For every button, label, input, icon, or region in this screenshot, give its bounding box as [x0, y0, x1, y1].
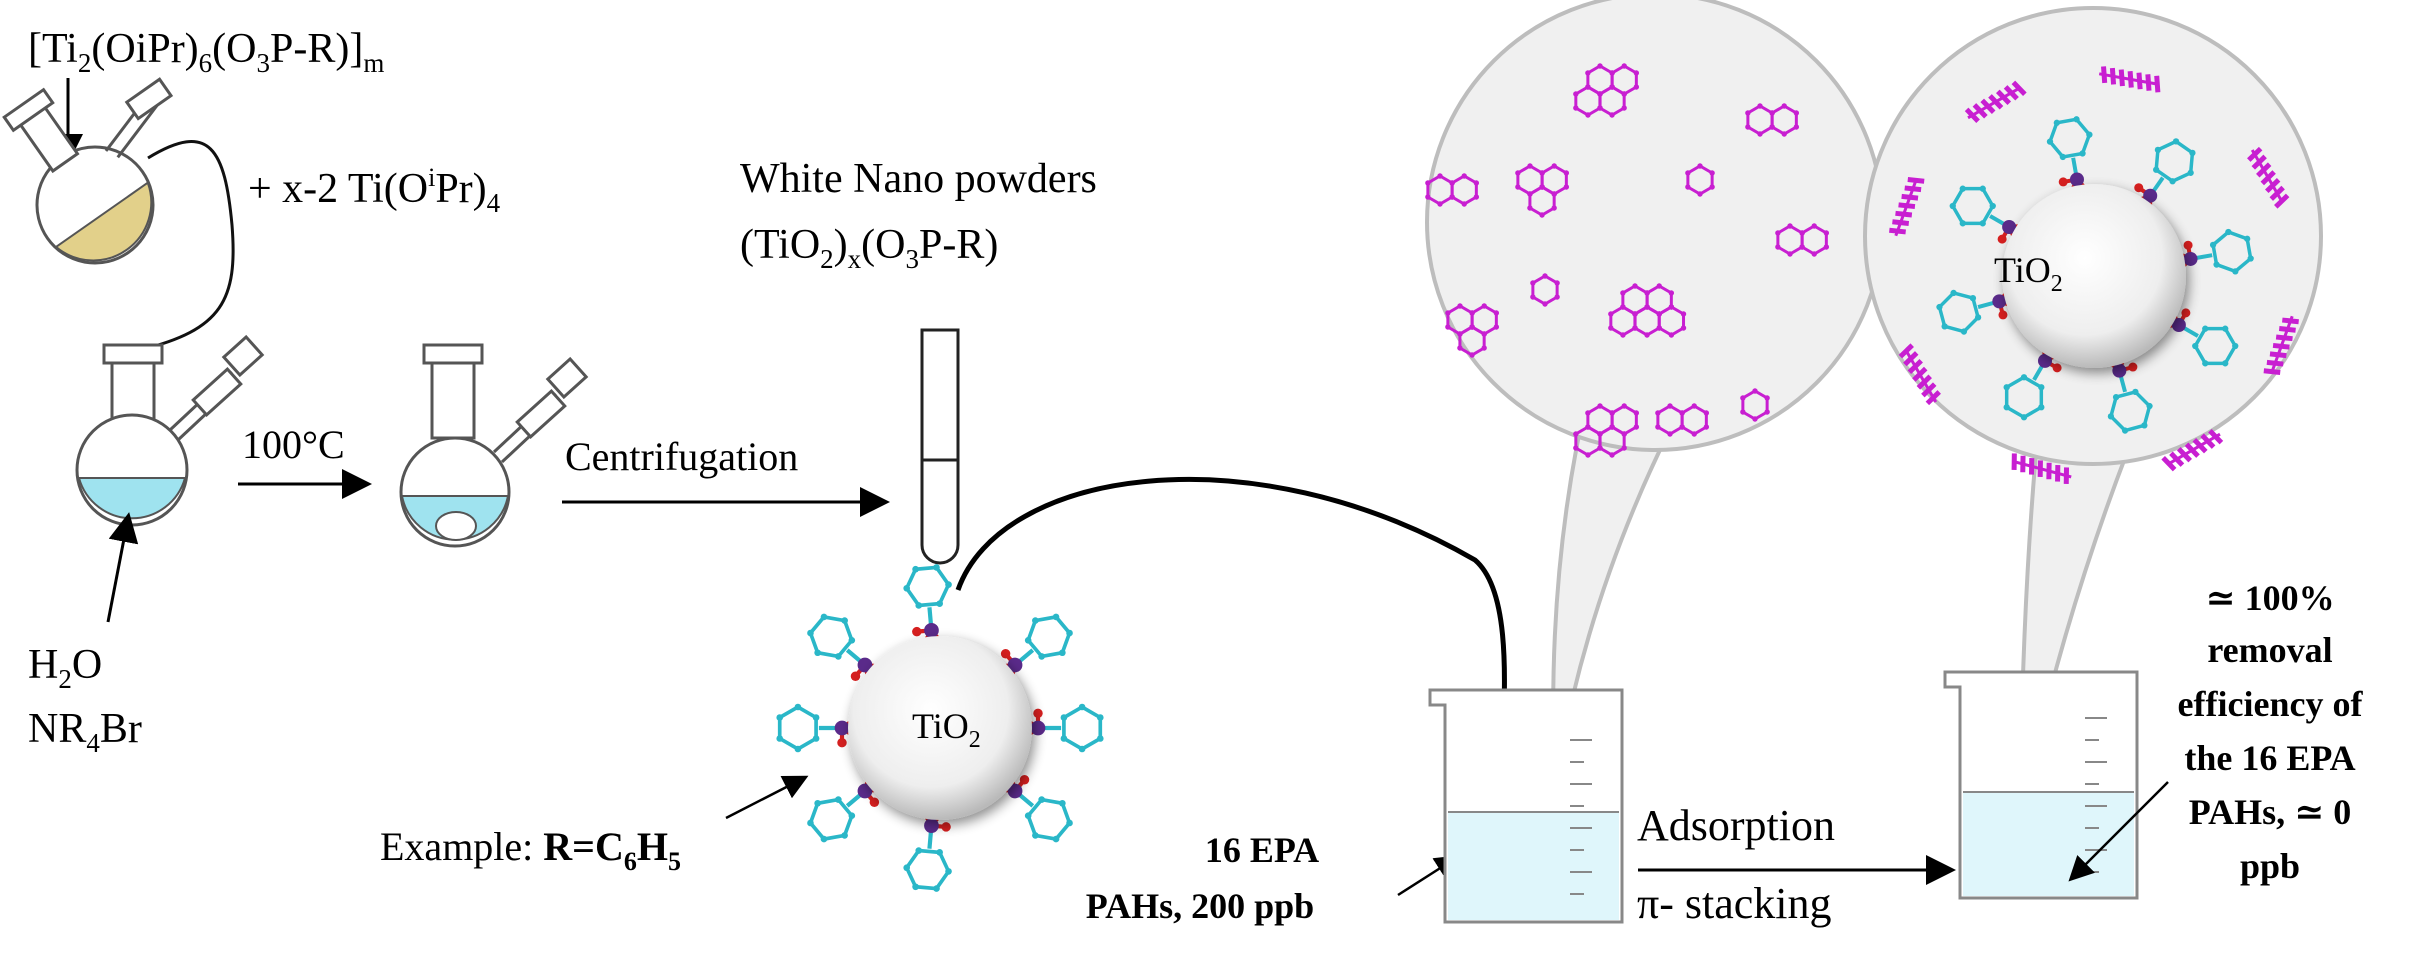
- pahs-line1: 16 EPA: [1205, 830, 1319, 870]
- result-pointer: [2068, 781, 2169, 882]
- pahs-bubble: [1425, 0, 1885, 786]
- result-line6: ppb: [2240, 846, 2300, 886]
- reagent-formula: + x-2 Ti(OiPr)4: [248, 163, 501, 218]
- result-line4: the 16 EPA: [2184, 738, 2355, 778]
- test-tube: [920, 328, 960, 565]
- result-line2: removal: [2207, 630, 2332, 670]
- up-arrow-water: [106, 512, 139, 623]
- temperature-label: 100°C: [242, 422, 345, 467]
- pahs-line2: PAHs, 200 ppb: [1086, 886, 1314, 926]
- water-label: H2O: [28, 642, 102, 694]
- result-line5: PAHs, ≃ 0: [2189, 792, 2352, 832]
- precursor-formula: [Ti2(OiPr)6(O3P-R)]m: [28, 26, 384, 78]
- beaker-after: [1943, 670, 2139, 900]
- adsorbed-bubble: [1863, 6, 2323, 821]
- product-title: White Nano powders: [740, 156, 1097, 202]
- reaction-flask: [75, 334, 265, 527]
- transfer-arrow: [955, 476, 1507, 739]
- beaker-before: [1428, 688, 1624, 924]
- tio2-label-left: TiO2: [912, 706, 981, 753]
- tio2-nanoparticle-left: [776, 564, 1104, 892]
- tio2-label-right: TiO2: [1994, 250, 2063, 297]
- adsorption-label: Adsorption: [1637, 801, 1835, 850]
- result-line3: efficiency of: [2178, 684, 2364, 724]
- transfer-tube: [139, 140, 235, 352]
- product-flask: [399, 343, 589, 548]
- result-line1: ≃ 100%: [2205, 578, 2334, 618]
- example-label: Example: R=C6H5: [380, 824, 681, 876]
- precursor-flask: [2, 77, 174, 265]
- example-pointer: [725, 775, 809, 820]
- stacking-label: π- stacking: [1637, 879, 1832, 928]
- product-formula: (TiO2)x(O3P-R): [740, 222, 998, 274]
- centrifugation-label: Centrifugation: [565, 434, 798, 479]
- salt-label: NR4Br: [28, 706, 142, 758]
